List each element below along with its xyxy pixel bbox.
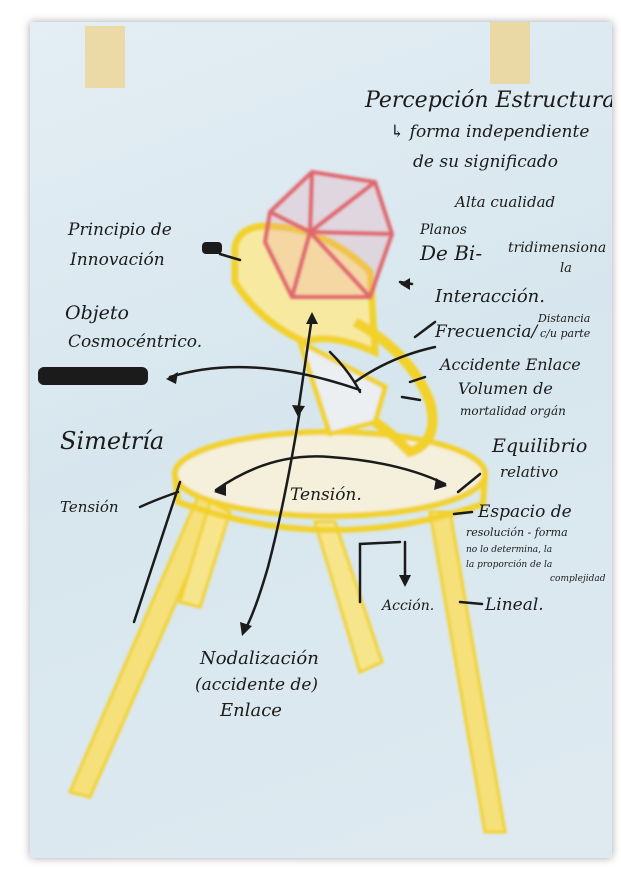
seat-wedge [300, 342, 385, 434]
label-simetria: Simetría [60, 427, 164, 455]
label-espacio-de: Espacio de [477, 502, 572, 522]
label-planos: Planos [419, 222, 467, 238]
label-mortalidad: mortalidad orgán [460, 404, 566, 418]
label-de-bi: De Bi- [419, 241, 482, 265]
sketch-photo: Percepción Estructural ↳ forma independi… [30, 22, 612, 858]
label-relativo: relativo [500, 463, 558, 481]
label-tension-center: Tensión. [290, 485, 362, 505]
label-resolucion: resolución - forma [466, 526, 568, 539]
label-enlace: Enlace [219, 700, 282, 721]
label-no-se-determina: no lo determina, la [466, 545, 552, 555]
label-innovacion: Innovación [69, 250, 165, 270]
scribble-mark [202, 242, 222, 254]
label-la: la [560, 261, 572, 276]
label-tension-left: Tensión [60, 498, 119, 516]
label-accion: Acción. [380, 598, 434, 614]
label-cada-parte: c/u parte [540, 327, 591, 340]
label-cosmocentrico: Cosmocéntrico. [68, 332, 202, 352]
label-principio-de: Principio de [67, 220, 172, 240]
label-complejidad: complejidad [550, 574, 606, 584]
label-tridimensional: tridimensiona [508, 240, 606, 256]
label-accidente-de: (accidente de) [195, 675, 318, 695]
label-interaccion: Interacción. [434, 286, 545, 307]
label-accidente-enlace: Accidente Enlace [438, 355, 581, 374]
label-lineal: Lineal. [484, 595, 544, 615]
label-objeto: Objeto [65, 302, 129, 324]
chair-drawing [70, 226, 505, 832]
label-la-proporcion: la proporción de la [466, 559, 552, 570]
label-distancia: Distancia [537, 312, 590, 325]
label-frecuencia: Frecuencia/ [434, 322, 540, 342]
label-de-su-significado: de su significado [413, 152, 558, 172]
label-alta-cualidad: Alta cualidad [453, 193, 555, 211]
chair-leg-front-left [70, 492, 220, 797]
label-forma-independiente: ↳ forma independiente [390, 122, 589, 142]
chair-sketch: Percepción Estructural ↳ forma independi… [30, 22, 612, 858]
label-nodalizacion: Nodalización [199, 648, 319, 669]
label-volumen-de: Volumen de [458, 379, 553, 398]
scribbled-word [38, 367, 148, 385]
red-polyhedron [265, 172, 392, 297]
label-percepcion-estructural: Percepción Estructural [364, 88, 612, 113]
label-equilibrio: Equilibrio [491, 435, 587, 457]
